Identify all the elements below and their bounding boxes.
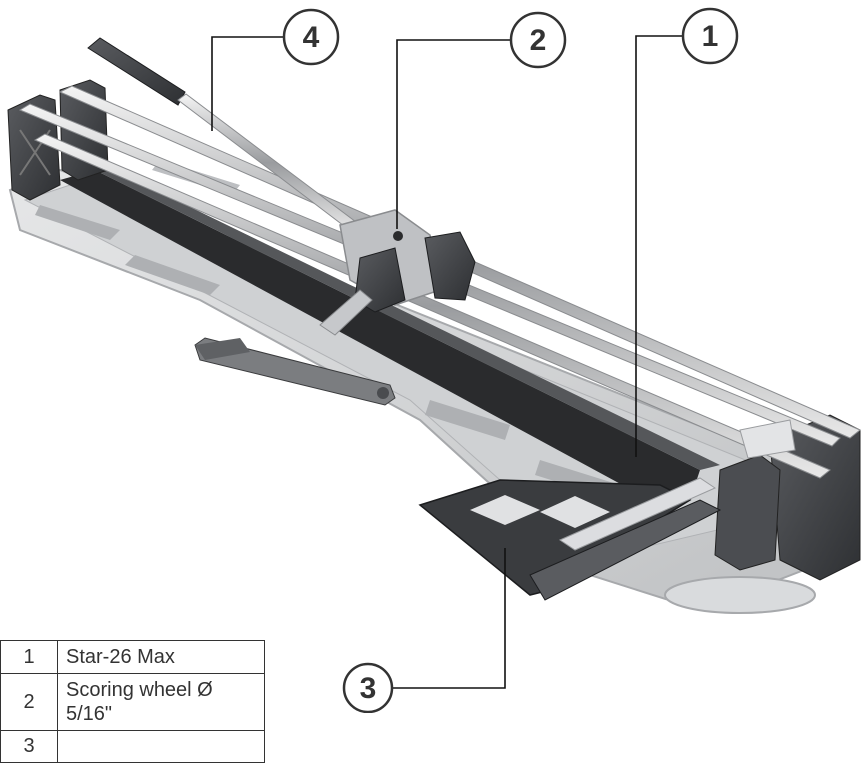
callout-1: 1 bbox=[681, 7, 739, 65]
breaking-arm bbox=[194, 337, 396, 406]
legend-description bbox=[57, 730, 265, 763]
leader-line-3 bbox=[386, 548, 506, 689]
callout-number-2: 2 bbox=[530, 24, 547, 57]
leader-line-2 bbox=[396, 39, 512, 229]
legend-number: 3 bbox=[0, 730, 58, 763]
scoring-carriage bbox=[319, 209, 476, 336]
legend-description: Scoring wheel Ø 5/16" bbox=[57, 673, 265, 731]
angle-guide bbox=[418, 419, 796, 601]
tile-cutter-diagram: 1 2 3 4 bbox=[7, 7, 861, 713]
callout-4: 4 bbox=[282, 8, 340, 66]
leader-lines bbox=[211, 35, 683, 689]
callout-circle-1 bbox=[681, 7, 739, 65]
callout-number-4: 4 bbox=[303, 21, 320, 54]
legend-row: 3 bbox=[0, 730, 265, 763]
callout-2: 2 bbox=[509, 11, 567, 69]
legend-description: Star-26 Max bbox=[57, 640, 265, 674]
callout-circle-3 bbox=[342, 662, 394, 713]
leader-line-4 bbox=[211, 36, 285, 131]
legend-row: 2 Scoring wheel Ø 5/16" bbox=[0, 673, 265, 731]
parts-legend-table: 1 Star-26 Max 2 Scoring wheel Ø 5/16" 3 bbox=[0, 640, 265, 763]
leader-line-1 bbox=[635, 35, 683, 457]
callout-3: 3 bbox=[342, 662, 394, 713]
callout-number-3: 3 bbox=[360, 672, 377, 705]
legend-row: 1 Star-26 Max bbox=[0, 640, 265, 674]
callout-circle-2 bbox=[509, 11, 567, 69]
callout-circle-4 bbox=[282, 8, 340, 66]
scoring-strip bbox=[60, 168, 720, 500]
legend-number: 1 bbox=[0, 640, 58, 674]
callout-number-1: 1 bbox=[702, 20, 719, 53]
legend-number: 2 bbox=[0, 673, 58, 731]
